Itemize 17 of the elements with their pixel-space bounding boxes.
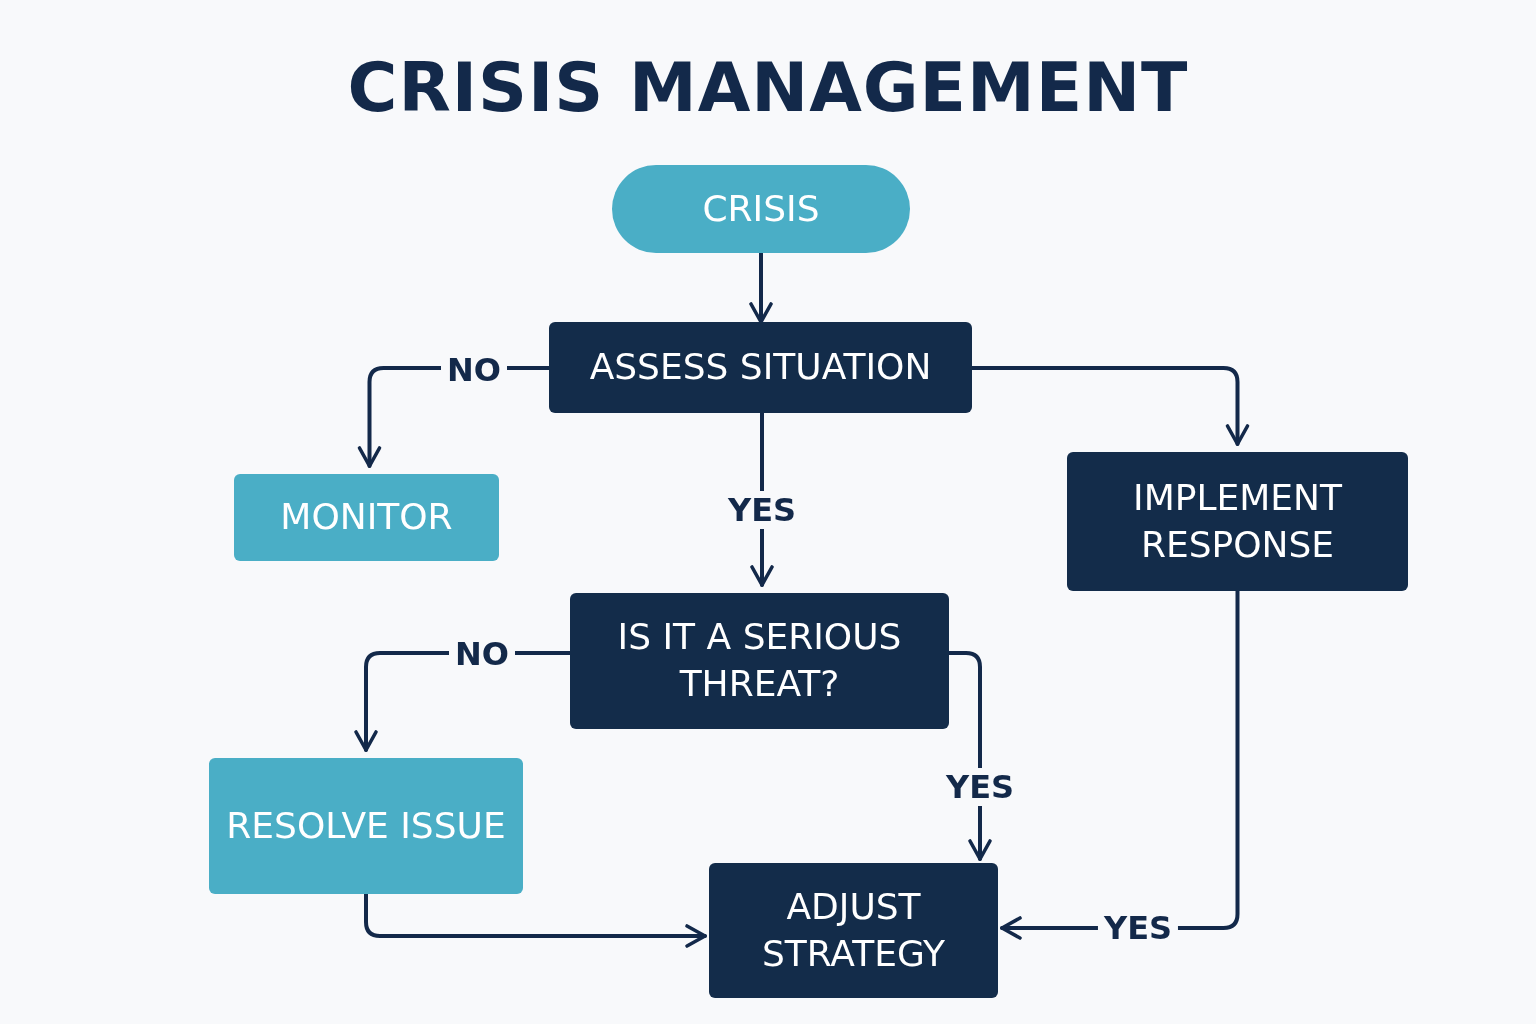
node-label: ASSESS SITUATION — [589, 345, 932, 390]
process-box — [549, 322, 972, 413]
node-label: CRISIS — [702, 186, 820, 231]
node-label: RESOLVE ISSUE — [226, 803, 506, 848]
arrow — [970, 366, 1250, 446]
process-box — [1067, 452, 1408, 591]
process-box — [234, 474, 499, 561]
arrow — [364, 892, 707, 948]
node-label: IMPLEMENT RESPONSE — [1132, 475, 1343, 567]
diagram-title: CRISIS MANAGEMENT — [347, 48, 1189, 127]
process-box — [570, 593, 949, 729]
node-label: IS IT A SERIOUS THREAT? — [616, 615, 903, 706]
node-label: MONITOR — [280, 495, 453, 540]
process-box — [709, 863, 998, 998]
arrow — [749, 251, 773, 324]
process-box — [209, 758, 523, 894]
node-label: ADJUST STRATEGY — [760, 884, 947, 976]
